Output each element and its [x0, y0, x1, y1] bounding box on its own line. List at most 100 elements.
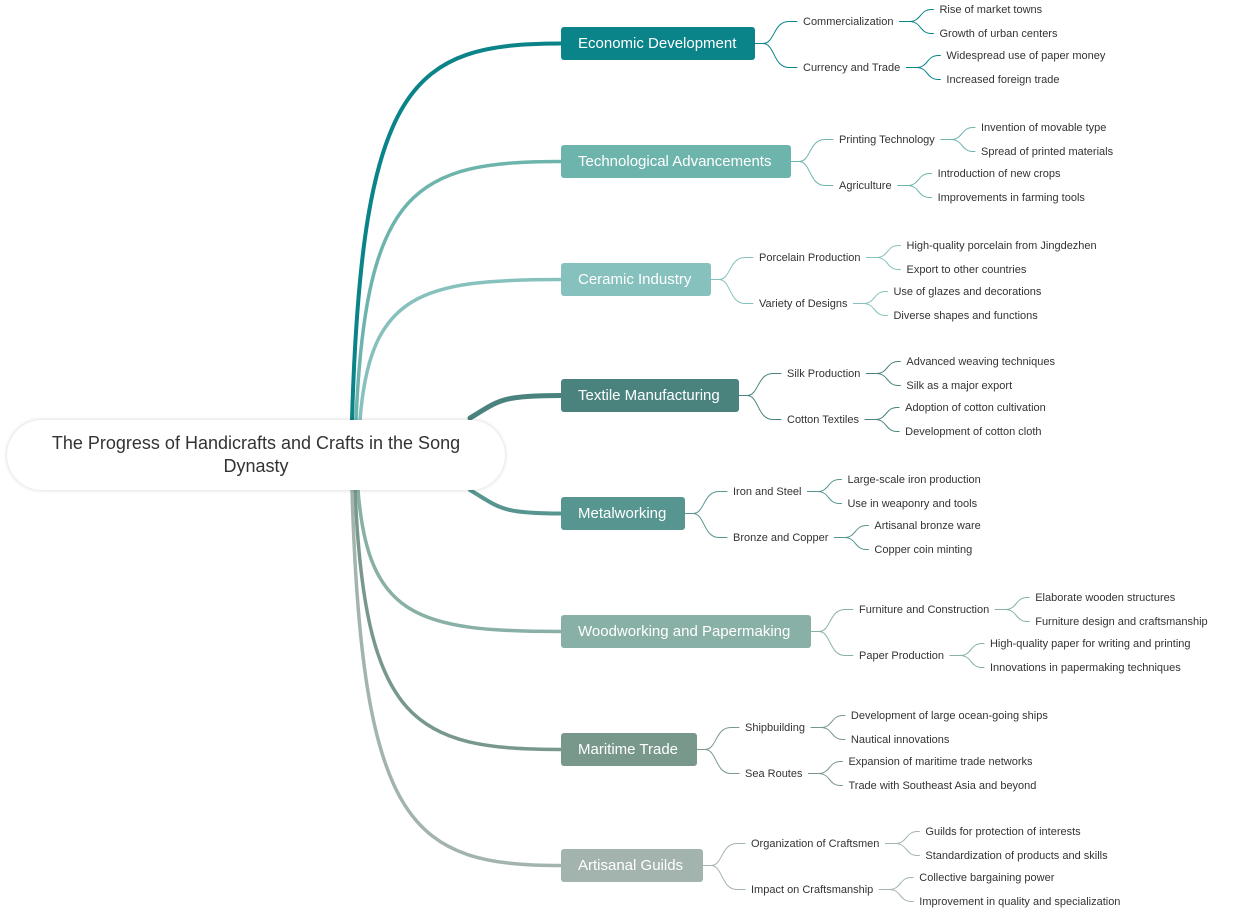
branch-topic[interactable]: Woodworking and Papermaking: [561, 615, 811, 648]
leaf-topic[interactable]: High-quality paper for writing and print…: [989, 637, 1191, 650]
leaf-topic[interactable]: Guilds for protection of interests: [925, 825, 1081, 838]
leaf-link: [898, 21, 934, 34]
subtopic[interactable]: Printing Technology: [839, 133, 935, 146]
leaf-topic[interactable]: Widespread use of paper money: [946, 49, 1106, 62]
main-link: [358, 277, 563, 422]
branch-topic[interactable]: Technological Advancements: [561, 145, 791, 178]
leaf-link: [833, 537, 869, 550]
leaf-link: [866, 257, 902, 270]
leaf-link: [897, 173, 933, 186]
sub-link: [696, 749, 740, 774]
leaf-link: [807, 773, 843, 786]
leaf-link: [884, 843, 920, 856]
leaf-topic[interactable]: Spread of printed materials: [981, 145, 1114, 158]
leaf-topic[interactable]: Nautical innovations: [850, 733, 950, 746]
sub-link: [790, 139, 834, 162]
branch-topic-label: Maritime Trade: [578, 741, 679, 758]
subtopic[interactable]: Paper Production: [859, 649, 944, 662]
branch-topic[interactable]: Economic Development: [561, 27, 755, 60]
sub-link: [702, 843, 746, 866]
subtopic[interactable]: Iron and Steel: [733, 485, 802, 498]
main-link: [350, 41, 563, 422]
leaf-topic[interactable]: Artisanal bronze ware: [874, 519, 981, 532]
leaf-topic[interactable]: Copper coin minting: [874, 543, 973, 556]
subtopic[interactable]: Silk Production: [787, 367, 861, 380]
subtopic[interactable]: Sea Routes: [745, 767, 803, 780]
branch-topic-label: Ceramic Industry: [578, 271, 692, 288]
leaf-topic[interactable]: Furniture design and craftsmanship: [1035, 615, 1208, 628]
leaf-link: [897, 185, 933, 198]
branch-topic-label: Economic Development: [578, 35, 737, 52]
leaf-link: [878, 877, 914, 890]
branch-topic[interactable]: Metalworking: [561, 497, 685, 530]
leaf-link: [994, 597, 1030, 610]
leaf-topic[interactable]: High-quality porcelain from Jingdezhen: [906, 239, 1097, 252]
leaf-topic[interactable]: Standardization of products and skills: [925, 849, 1108, 862]
leaf-topic[interactable]: Trade with Southeast Asia and beyond: [848, 779, 1037, 792]
leaf-link: [949, 655, 985, 668]
leaf-link: [905, 55, 941, 68]
leaf-topic[interactable]: Elaborate wooden structures: [1035, 591, 1176, 604]
leaf-link: [866, 245, 902, 258]
leaf-topic[interactable]: Innovations in papermaking techniques: [989, 661, 1181, 674]
leaf-topic[interactable]: Invention of movable type: [981, 121, 1107, 134]
subtopic[interactable]: Furniture and Construction: [859, 603, 990, 616]
sub-link: [702, 865, 746, 890]
sub-link: [810, 631, 854, 656]
leaf-topic[interactable]: Use in weaponry and tools: [847, 497, 978, 510]
main-link: [356, 488, 563, 634]
leaf-link: [864, 407, 900, 420]
leaf-topic[interactable]: Export to other countries: [906, 263, 1027, 276]
leaf-link: [878, 889, 914, 902]
main-link: [350, 488, 563, 868]
main-link: [353, 488, 563, 752]
sub-link: [810, 609, 854, 632]
branch-topic[interactable]: Artisanal Guilds: [561, 849, 703, 882]
leaf-topic[interactable]: Improvement in quality and specializatio…: [919, 895, 1121, 908]
subtopic[interactable]: Shipbuilding: [745, 721, 805, 734]
branch-topic[interactable]: Ceramic Industry: [561, 263, 711, 296]
leaf-topic[interactable]: Expansion of maritime trade networks: [848, 755, 1033, 768]
branch-topic[interactable]: Maritime Trade: [561, 733, 697, 766]
subtopic[interactable]: Variety of Designs: [759, 297, 848, 310]
branch-topic-label: Woodworking and Papermaking: [578, 623, 791, 640]
sub-link: [684, 513, 728, 538]
leaf-link: [852, 291, 888, 304]
leaf-link: [810, 715, 846, 728]
leaf-topic[interactable]: Silk as a major export: [906, 379, 1013, 392]
root-topic[interactable]: The Progress of Handicrafts and Crafts i…: [7, 420, 505, 490]
branch-topic[interactable]: Textile Manufacturing: [561, 379, 739, 412]
root-topic-label: The Progress of Handicrafts and Crafts i…: [51, 433, 461, 476]
leaf-link: [905, 67, 941, 80]
main-link: [354, 159, 563, 422]
subtopic[interactable]: Bronze and Copper: [733, 531, 829, 544]
subtopic[interactable]: Organization of Craftsmen: [751, 837, 880, 850]
leaf-topic[interactable]: Development of cotton cloth: [905, 425, 1042, 438]
leaf-link: [865, 373, 901, 386]
leaf-topic[interactable]: Improvements in farming tools: [937, 191, 1085, 204]
leaf-topic[interactable]: Large-scale iron production: [847, 473, 981, 486]
leaf-link: [884, 831, 920, 844]
leaf-topic[interactable]: Adoption of cotton cultivation: [905, 401, 1046, 414]
leaf-topic[interactable]: Rise of market towns: [939, 3, 1043, 16]
subtopic[interactable]: Agriculture: [839, 179, 892, 192]
leaf-topic[interactable]: Advanced weaving techniques: [906, 355, 1055, 368]
subtopic[interactable]: Porcelain Production: [759, 251, 861, 264]
leaf-link: [864, 419, 900, 432]
subtopic[interactable]: Currency and Trade: [803, 61, 901, 74]
leaf-topic[interactable]: Development of large ocean-going ships: [850, 709, 1048, 722]
subtopic[interactable]: Impact on Craftsmanship: [751, 883, 874, 896]
leaf-topic[interactable]: Growth of urban centers: [939, 27, 1058, 40]
sub-link: [754, 21, 798, 44]
subtopic[interactable]: Cotton Textiles: [787, 413, 859, 426]
leaf-topic[interactable]: Increased foreign trade: [946, 73, 1060, 86]
leaf-topic[interactable]: Introduction of new crops: [937, 167, 1061, 180]
leaf-topic[interactable]: Diverse shapes and functions: [893, 309, 1038, 322]
subtopic[interactable]: Commercialization: [803, 15, 894, 28]
sub-link: [684, 491, 728, 514]
leaf-topic[interactable]: Collective bargaining power: [919, 871, 1055, 884]
leaf-topic[interactable]: Use of glazes and decorations: [893, 285, 1042, 298]
branch-topic-label: Artisanal Guilds: [578, 857, 684, 874]
leaf-link: [852, 303, 888, 316]
leaf-link: [940, 127, 976, 140]
